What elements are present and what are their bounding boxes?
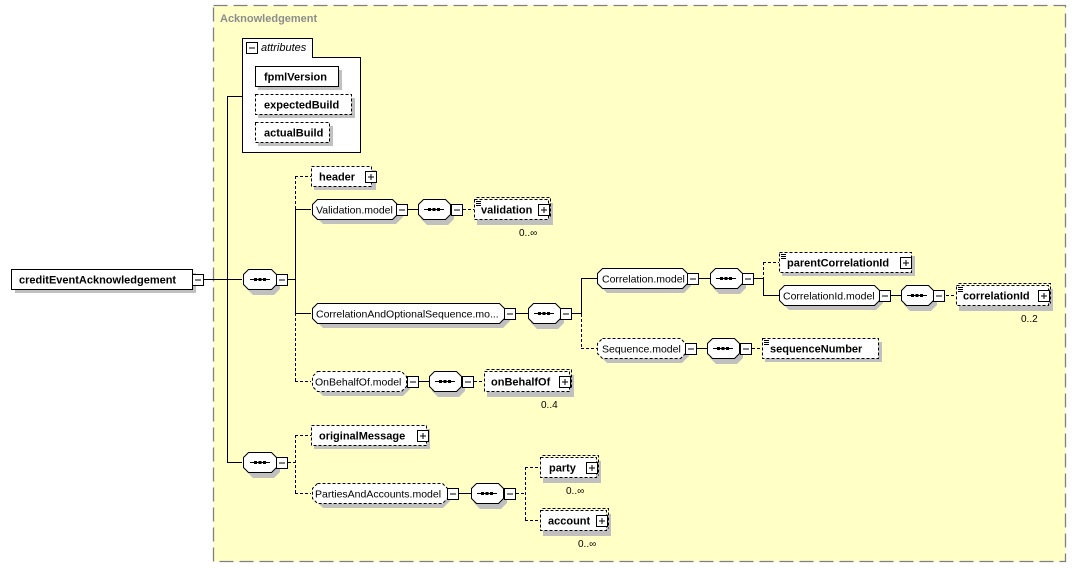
sequence-compositor-onbehalfof[interactable] bbox=[429, 371, 474, 398]
group-correlationid-model[interactable]: CorrelationId.model bbox=[779, 285, 891, 311]
element-party[interactable]: party 0..∞ bbox=[540, 455, 602, 498]
group-label: OnBehalfOf.model bbox=[315, 377, 401, 389]
element-label: originalMessage bbox=[319, 431, 405, 443]
root-collapse-icon[interactable] bbox=[192, 274, 204, 286]
element-account[interactable]: account 0..∞ bbox=[540, 508, 612, 551]
element-label: party bbox=[549, 463, 577, 475]
root-element[interactable]: creditEventAcknowledgement bbox=[11, 269, 197, 294]
element-sequenceNumber[interactable]: sequenceNumber bbox=[762, 338, 883, 363]
multiplicity: 0..2 bbox=[1021, 314, 1038, 325]
group-title: Acknowledgement bbox=[220, 13, 318, 25]
element-label: onBehalfOf bbox=[491, 377, 551, 389]
attributes-collapse-icon[interactable] bbox=[246, 42, 258, 54]
root-element-label: creditEventAcknowledgement bbox=[19, 275, 176, 287]
group-correlation-and-optional-sequence-model[interactable]: CorrelationAndOptionalSequence.mo... bbox=[312, 303, 516, 329]
group-label: Sequence.model bbox=[602, 344, 681, 356]
attribute-actualBuild[interactable]: actualBuild bbox=[255, 122, 334, 147]
group-label: CorrelationId.model bbox=[783, 291, 875, 303]
element-onBehalfOf[interactable]: onBehalfOf 0..4 bbox=[484, 369, 575, 412]
sequence-compositor-correlation[interactable] bbox=[528, 303, 572, 330]
element-label: correlationId bbox=[963, 291, 1030, 303]
group-correlation-model[interactable]: Correlation.model bbox=[597, 268, 699, 294]
group-label: CorrelationAndOptionalSequence.mo... bbox=[316, 309, 499, 321]
group-validation-model[interactable]: Validation.model bbox=[312, 199, 408, 225]
attribute-fpmlVersion[interactable]: fpmlVersion bbox=[255, 66, 343, 91]
sequence-compositor-2[interactable] bbox=[243, 452, 288, 479]
multiplicity: 0..∞ bbox=[578, 539, 596, 550]
group-sequence-model[interactable]: Sequence.model bbox=[597, 338, 697, 364]
sequence-compositor-validation[interactable] bbox=[418, 199, 463, 226]
element-label: header bbox=[319, 172, 356, 184]
element-parentCorrelationId[interactable]: parentCorrelationId bbox=[779, 252, 916, 277]
group-label: Validation.model bbox=[316, 205, 393, 217]
attribute-label: actualBuild bbox=[264, 128, 323, 140]
element-validation[interactable]: validation 0..∞ bbox=[474, 197, 554, 240]
element-label: sequenceNumber bbox=[770, 344, 863, 356]
sequence-compositor-1[interactable] bbox=[243, 269, 288, 296]
element-originalMessage[interactable]: originalMessage bbox=[311, 425, 431, 450]
group-label: Correlation.model bbox=[602, 274, 685, 286]
group-onbehalfof-model[interactable]: OnBehalfOf.model bbox=[312, 371, 419, 397]
sequence-compositor-sequence-model[interactable] bbox=[707, 338, 752, 365]
attribute-label: fpmlVersion bbox=[264, 72, 327, 84]
element-label: validation bbox=[481, 205, 533, 217]
sequence-compositor-parties-accounts[interactable] bbox=[471, 483, 516, 510]
attribute-label: expectedBuild bbox=[264, 100, 339, 112]
attributes-title: attributes bbox=[261, 42, 307, 54]
element-header[interactable]: header bbox=[311, 166, 377, 191]
multiplicity: 0..∞ bbox=[519, 228, 537, 239]
group-parties-and-accounts-model[interactable]: PartiesAndAccounts.model bbox=[312, 483, 459, 509]
sequence-compositor-correlation-model[interactable] bbox=[710, 268, 754, 295]
element-label: parentCorrelationId bbox=[787, 258, 889, 270]
attribute-expectedBuild[interactable]: expectedBuild bbox=[255, 94, 356, 119]
element-correlationId[interactable]: correlationId 0..2 bbox=[956, 283, 1054, 326]
sequence-compositor-correlationid[interactable] bbox=[901, 285, 945, 312]
element-label: account bbox=[548, 516, 591, 528]
multiplicity: 0..4 bbox=[541, 400, 558, 411]
group-label: PartiesAndAccounts.model bbox=[315, 489, 441, 501]
multiplicity: 0..∞ bbox=[566, 486, 584, 497]
